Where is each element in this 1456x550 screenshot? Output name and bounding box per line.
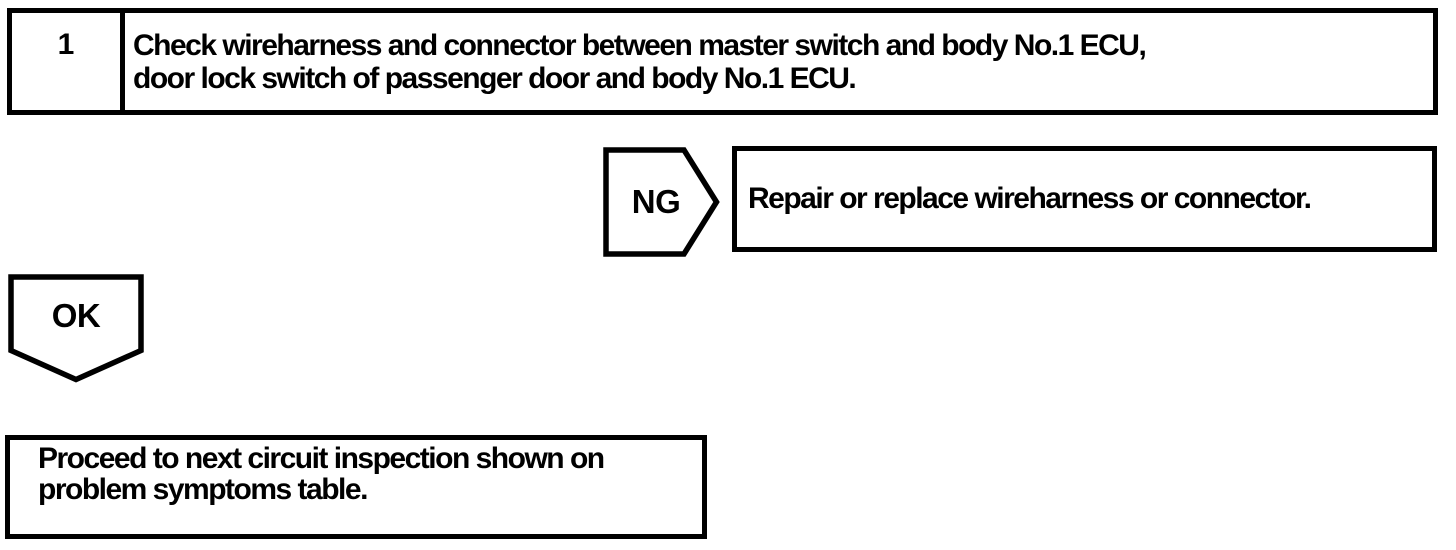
ng-branch-connector: NG — [603, 147, 720, 257]
ng-label: NG — [631, 183, 681, 220]
step-box: 1 Check wireharness and connector betwee… — [7, 8, 1438, 115]
ok-label: OK — [51, 297, 101, 334]
pentagon-arrow-right-icon — [603, 147, 720, 257]
step-number: 1 — [12, 13, 125, 110]
step-instruction: Check wireharness and connector between … — [125, 13, 1433, 110]
ok-branch-connector: OK — [8, 274, 144, 383]
ok-action-line-1: Proceed to next circuit inspection shown… — [38, 442, 605, 475]
ok-action-box: Proceed to next circuit inspection shown… — [5, 435, 707, 539]
pentagon-arrow-down-icon — [8, 274, 144, 383]
ng-action-text: Repair or replace wireharness or connect… — [748, 182, 1312, 215]
step-instruction-line-2: door lock switch of passenger door and b… — [133, 61, 857, 95]
ok-action-line-2: problem symptoms table. — [38, 473, 368, 506]
ng-action-box: Repair or replace wireharness or connect… — [732, 146, 1437, 252]
step-instruction-line-1: Check wireharness and connector between … — [133, 28, 1147, 62]
